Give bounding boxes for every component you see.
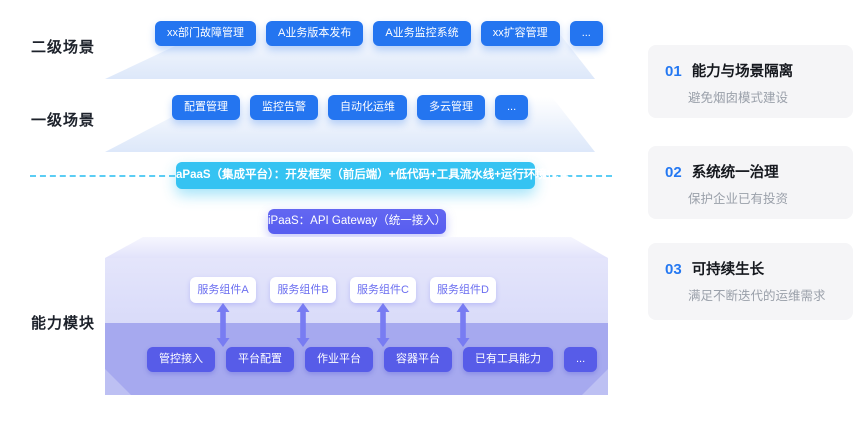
benefit-card: 02 系统统一治理 保护企业已有投资 xyxy=(648,146,853,219)
benefit-title: 系统统一治理 xyxy=(691,165,779,181)
scenario-button-more-2[interactable]: ... xyxy=(495,95,529,120)
double-arrow-icon xyxy=(296,303,310,347)
ipaas-gateway-pill[interactable]: iPaaS：API Gateway（统一接入） xyxy=(268,209,446,234)
service-component-d[interactable]: 服务组件D xyxy=(430,277,496,303)
benefit-card: 03 可持续生长 满足不断迭代的运维需求 xyxy=(648,243,853,320)
platform-button-more[interactable]: ... xyxy=(564,347,598,372)
benefit-card-head: 03 可持续生长 xyxy=(665,258,837,279)
stage-label-secondary: 二级场景 xyxy=(31,39,96,56)
primary-scenario-row: 配置管理 监控告警 自动化运维 多云管理 ... xyxy=(172,95,529,120)
double-arrow-icon xyxy=(376,303,390,347)
platform-button-existing-tools[interactable]: 已有工具能力 xyxy=(463,347,553,372)
scenario-button-fault-mgmt[interactable]: xx部门故障管理 xyxy=(155,21,256,46)
benefit-number: 01 xyxy=(665,63,682,80)
benefit-title: 能力与场景隔离 xyxy=(691,64,794,80)
benefit-title: 可持续生长 xyxy=(691,262,765,278)
platform-button-platform-config[interactable]: 平台配置 xyxy=(226,347,294,372)
platform-button-access-control[interactable]: 管控接入 xyxy=(147,347,215,372)
scenario-button-more[interactable]: ... xyxy=(569,21,603,46)
secondary-scenario-row: xx部门故障管理 A业务版本发布 A业务监控系统 xx扩容管理 ... xyxy=(155,21,603,46)
benefit-desc: 避免烟囱模式建设 xyxy=(688,91,789,105)
benefit-card-head: 01 能力与场景隔离 xyxy=(665,60,837,81)
service-component-c[interactable]: 服务组件C xyxy=(350,277,416,303)
scenario-button-config-mgmt[interactable]: 配置管理 xyxy=(172,95,240,120)
scenario-button-multicloud[interactable]: 多云管理 xyxy=(417,95,485,120)
benefit-card: 01 能力与场景隔离 避免烟囱模式建设 xyxy=(648,45,853,118)
apaas-banner[interactable]: aPaaS（集成平台）：开发框架（前后端）+低代码+工具流水线+运行环境托管 xyxy=(176,162,570,189)
service-component-a[interactable]: 服务组件A xyxy=(190,277,256,303)
service-component-b[interactable]: 服务组件B xyxy=(270,277,336,303)
stage-label-primary: 一级场景 xyxy=(31,112,96,129)
benefit-desc: 满足不断迭代的运维需求 xyxy=(688,289,826,303)
double-arrow-icon xyxy=(456,303,470,347)
scenario-button-monitor-alert[interactable]: 监控告警 xyxy=(250,95,318,120)
benefit-number: 03 xyxy=(665,261,682,278)
scenario-button-monitor-system[interactable]: A业务监控系统 xyxy=(373,21,471,46)
platform-button-container[interactable]: 容器平台 xyxy=(384,347,452,372)
capability-slab-top-face xyxy=(105,237,608,258)
scenario-button-scaling-mgmt[interactable]: xx扩容管理 xyxy=(480,21,560,46)
scenario-button-version-release[interactable]: A业务版本发布 xyxy=(266,21,364,46)
benefit-card-head: 02 系统统一治理 xyxy=(665,161,837,182)
scenario-button-automation[interactable]: 自动化运维 xyxy=(328,95,407,120)
platform-button-job-platform[interactable]: 作业平台 xyxy=(305,347,373,372)
benefit-number: 02 xyxy=(665,164,682,181)
stage-label-capability: 能力模块 xyxy=(31,315,96,332)
benefit-desc: 保护企业已有投资 xyxy=(688,192,789,206)
double-arrow-icon xyxy=(216,303,230,347)
service-component-row: 服务组件A 服务组件B 服务组件C 服务组件D xyxy=(190,277,496,303)
platform-row: 管控接入 平台配置 作业平台 容器平台 已有工具能力 ... xyxy=(147,347,598,372)
